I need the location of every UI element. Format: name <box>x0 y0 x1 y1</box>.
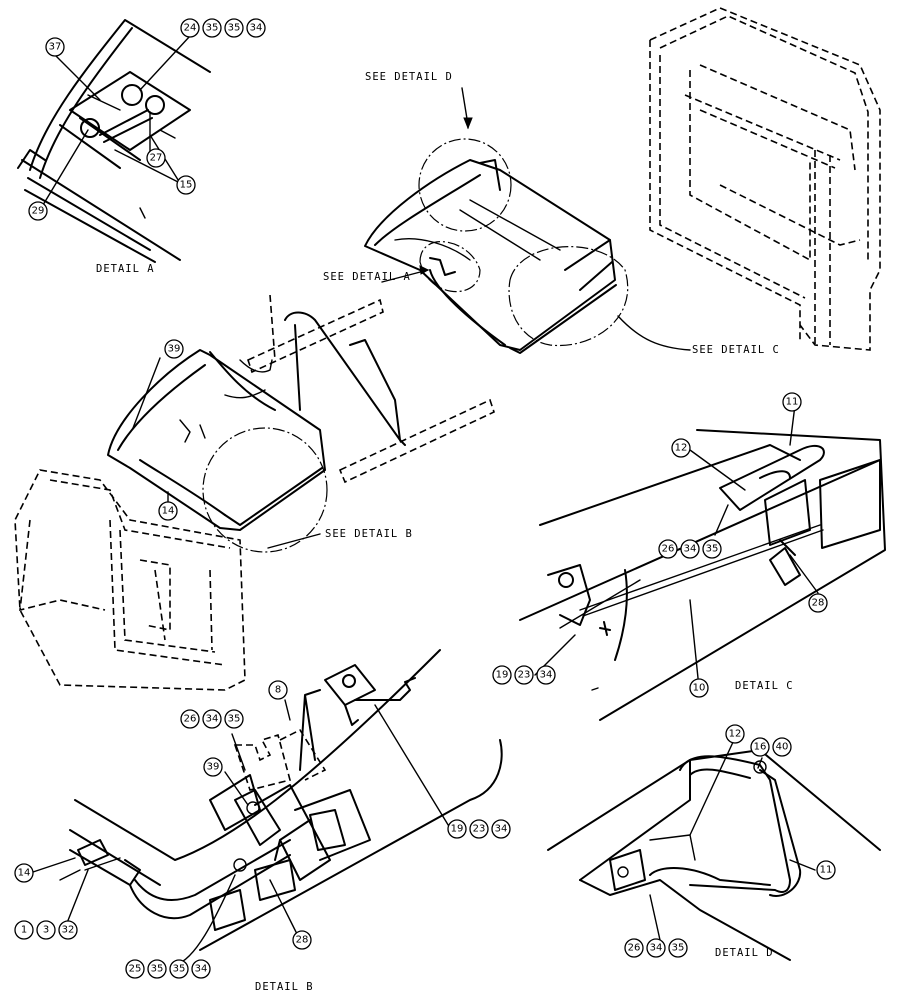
callout-14-main: 14 <box>158 501 178 521</box>
callout-group-detail-b-left: 1 3 32 <box>14 920 78 940</box>
callout-group-detail-b-bottom: 25 35 35 34 <box>125 959 211 979</box>
svg-text:29: 29 <box>32 206 45 217</box>
detail-d-title: DETAIL D <box>715 947 774 959</box>
svg-text:26: 26 <box>184 714 197 725</box>
callout-29: 29 <box>28 201 48 221</box>
svg-text:26: 26 <box>662 544 675 555</box>
svg-text:24: 24 <box>184 23 197 34</box>
svg-text:16: 16 <box>754 742 767 753</box>
svg-text:28: 28 <box>812 598 825 609</box>
see-detail-b-label: SEE DETAIL B <box>325 528 413 540</box>
svg-text:40: 40 <box>776 742 789 753</box>
svg-text:8: 8 <box>275 685 281 696</box>
svg-text:28: 28 <box>296 935 309 946</box>
svg-text:35: 35 <box>672 943 685 954</box>
svg-text:19: 19 <box>496 670 509 681</box>
svg-text:34: 34 <box>195 964 208 975</box>
svg-text:27: 27 <box>150 153 163 164</box>
svg-text:23: 23 <box>473 824 486 835</box>
detail-a-title: DETAIL A <box>96 263 155 275</box>
callout-group-detail-a-top: 24 35 35 34 <box>180 18 266 38</box>
callout-group-detail-b-top: 26 34 35 <box>180 709 244 729</box>
callout-group-detail-c-mid: 26 34 35 <box>658 539 722 559</box>
callout-11-detail-c: 11 <box>782 392 802 412</box>
callout-27: 27 <box>146 148 166 168</box>
svg-text:35: 35 <box>151 964 164 975</box>
svg-text:34: 34 <box>250 23 263 34</box>
callout-11-detail-d: 11 <box>816 860 836 880</box>
see-detail-a-label: SEE DETAIL A <box>323 271 411 283</box>
svg-text:35: 35 <box>228 23 241 34</box>
svg-text:19: 19 <box>451 824 464 835</box>
callout-group-detail-c-bottom: 19 23 34 <box>492 665 556 685</box>
callout-10-detail-c: 10 <box>689 678 709 698</box>
svg-text:39: 39 <box>168 344 181 355</box>
svg-text:25: 25 <box>129 964 142 975</box>
callout-39-main: 39 <box>164 339 184 359</box>
detail-c-title: DETAIL C <box>735 680 794 692</box>
svg-text:11: 11 <box>820 865 833 876</box>
detail-c-leaders <box>534 404 819 679</box>
svg-text:12: 12 <box>729 729 742 740</box>
detail-b-view <box>59 649 503 951</box>
cab-frame-outline <box>649 7 881 351</box>
svg-text:39: 39 <box>207 762 220 773</box>
detail-a-view <box>17 19 211 263</box>
svg-text:35: 35 <box>173 964 186 975</box>
svg-text:34: 34 <box>684 544 697 555</box>
callout-8-detail-b: 8 <box>268 680 288 700</box>
main-middle-assembly <box>107 294 495 553</box>
detail-c-view <box>519 429 886 721</box>
svg-text:26: 26 <box>628 943 641 954</box>
svg-text:3: 3 <box>43 925 49 936</box>
callout-28-detail-b: 28 <box>292 930 312 950</box>
detail-b-title: DETAIL B <box>255 981 314 993</box>
callout-37: 37 <box>45 37 65 57</box>
callout-group-detail-b-right: 19 23 34 <box>447 819 511 839</box>
callout-28-detail-c: 28 <box>808 593 828 613</box>
svg-text:37: 37 <box>49 42 62 53</box>
svg-text:34: 34 <box>650 943 663 954</box>
detail-a-leaders <box>39 35 191 211</box>
callout-group-detail-d-top: 16 40 <box>750 737 792 757</box>
svg-text:15: 15 <box>180 180 193 191</box>
svg-text:14: 14 <box>162 506 175 517</box>
callout-39-detail-b: 39 <box>203 757 223 777</box>
svg-text:1: 1 <box>21 925 27 936</box>
see-detail-d-label: SEE DETAIL D <box>365 71 453 83</box>
svg-text:12: 12 <box>675 443 688 454</box>
svg-text:35: 35 <box>228 714 241 725</box>
callout-group-detail-d-bottom: 26 34 35 <box>624 938 688 958</box>
callout-14-detail-b: 14 <box>14 863 34 883</box>
svg-text:34: 34 <box>540 670 553 681</box>
callout-15: 15 <box>176 175 196 195</box>
svg-text:35: 35 <box>706 544 719 555</box>
see-detail-c-label: SEE DETAIL C <box>692 344 780 356</box>
callout-12-detail-c: 12 <box>671 438 691 458</box>
cab-body-outline <box>14 469 246 691</box>
svg-text:35: 35 <box>206 23 219 34</box>
svg-text:32: 32 <box>62 925 75 936</box>
svg-text:34: 34 <box>495 824 508 835</box>
svg-text:10: 10 <box>693 683 706 694</box>
svg-text:11: 11 <box>786 397 799 408</box>
callout-12-detail-d: 12 <box>725 724 745 744</box>
svg-text:14: 14 <box>18 868 31 879</box>
main-top-assembly <box>364 87 691 354</box>
detail-d-view <box>547 749 881 961</box>
detail-d-leaders <box>649 739 816 941</box>
svg-text:23: 23 <box>518 670 531 681</box>
svg-text:34: 34 <box>206 714 219 725</box>
detail-b-leaders <box>32 699 451 966</box>
